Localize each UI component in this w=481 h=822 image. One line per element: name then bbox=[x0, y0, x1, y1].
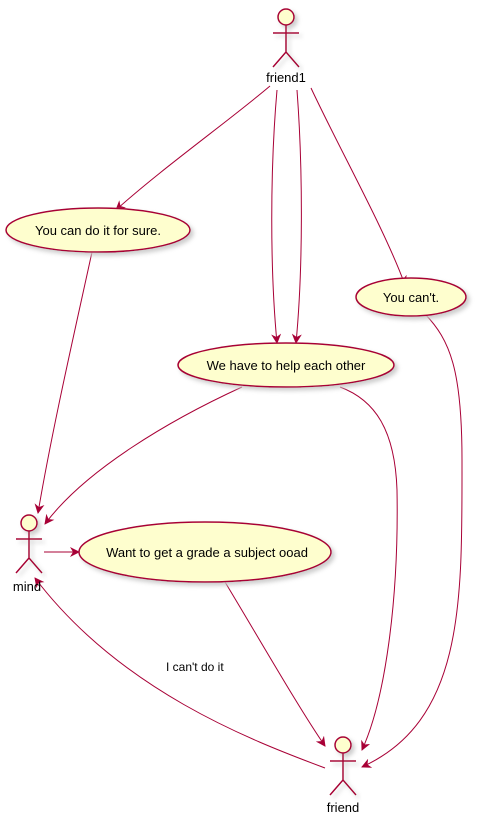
actor-friend-head bbox=[334, 736, 352, 754]
usecase-cant-label: You can't. bbox=[383, 290, 439, 305]
actor-friend bbox=[329, 736, 357, 796]
usecase-grade-label: Want to get a grade a subject ooad bbox=[106, 545, 308, 560]
edge-sure-mind bbox=[34, 251, 93, 514]
usecase-help: We have to help each other bbox=[177, 342, 395, 388]
actor-friend1-head bbox=[277, 8, 295, 26]
edge-help-mind bbox=[44, 386, 243, 525]
usecase-help-label: We have to help each other bbox=[207, 358, 366, 373]
usecase-sure-shape bbox=[5, 207, 191, 253]
actor-friend-body bbox=[329, 753, 357, 796]
actor-mind-head bbox=[20, 514, 38, 532]
usecase-cant-shape bbox=[355, 277, 467, 317]
actor-mind bbox=[15, 514, 43, 574]
actor-mind-label: mind bbox=[13, 579, 41, 594]
usecase-sure-label: You can do it for sure. bbox=[35, 223, 161, 238]
actor-mind-body bbox=[15, 531, 43, 574]
actor-friend1-body bbox=[272, 25, 300, 68]
edge-label-cant-do-it: I can't do it bbox=[166, 660, 224, 674]
usecase-help-shape bbox=[177, 342, 395, 388]
usecase-grade: Want to get a grade a subject ooad bbox=[78, 521, 332, 583]
edge-friend-mind bbox=[34, 577, 326, 769]
actor-friend1 bbox=[272, 8, 300, 68]
edge-friend1-help-1 bbox=[271, 89, 282, 344]
edge-help-friend bbox=[339, 386, 398, 751]
edge-friend1-cant bbox=[310, 87, 407, 286]
actor-friend-label: friend bbox=[327, 800, 360, 815]
usecase-grade-shape bbox=[78, 521, 332, 583]
usecase-sure: You can do it for sure. bbox=[5, 207, 191, 253]
edge-friend1-help-2 bbox=[291, 89, 302, 344]
usecase-cant: You can't. bbox=[355, 277, 467, 317]
edge-cant-friend bbox=[361, 313, 463, 768]
actor-friend1-label: friend1 bbox=[266, 70, 306, 85]
edge-friend1-sure bbox=[115, 85, 271, 211]
edge-grade-friend bbox=[224, 581, 326, 747]
